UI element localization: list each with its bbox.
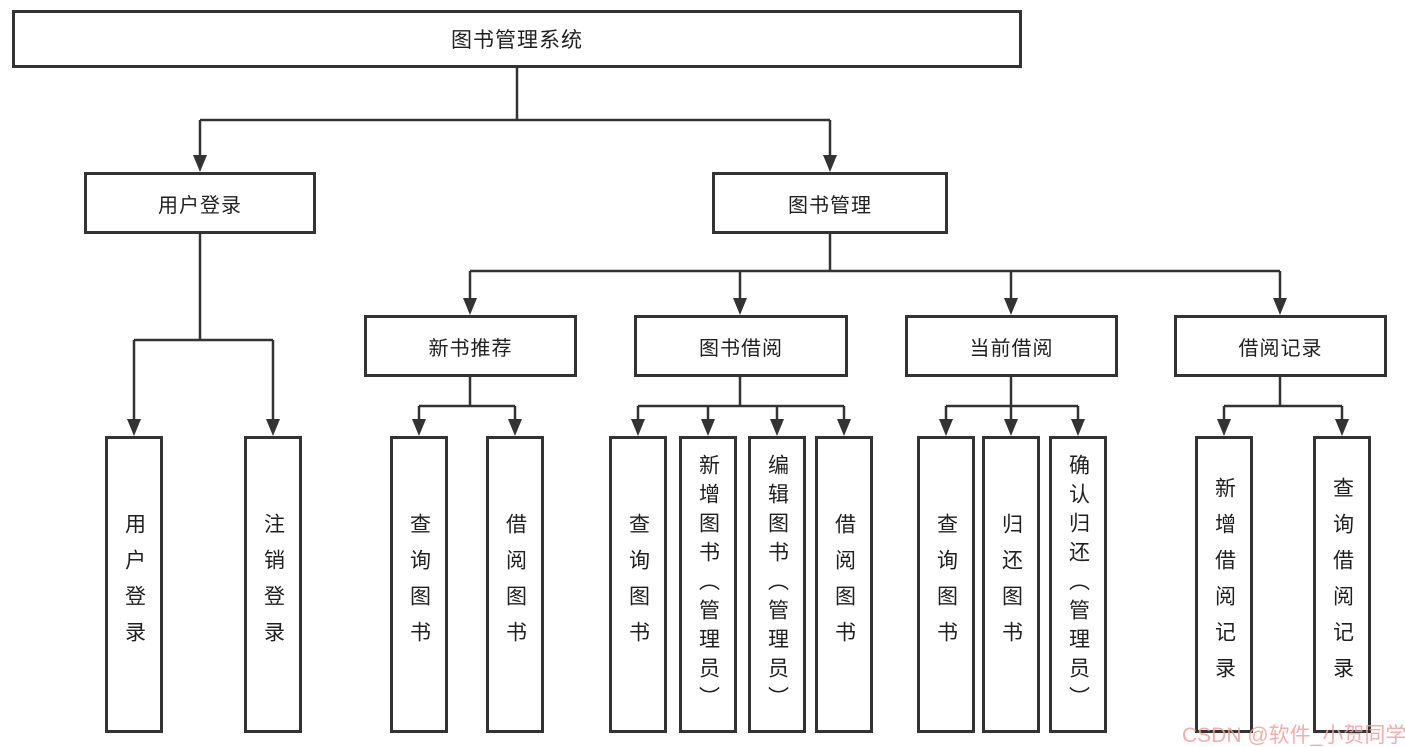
leaf-recommend-borrow-books: 借阅图书 (486, 436, 544, 733)
node-book-management: 图书管理 (712, 172, 948, 234)
node-current-borrowing: 当前借阅 (905, 315, 1118, 377)
leaf-current-query-books: 查询图书 (917, 436, 975, 733)
node-user-login: 用户登录 (84, 172, 316, 234)
leaf-logout: 注销登录 (244, 436, 302, 733)
csdn-watermark: CSDN @软件_小贺同学 (1182, 724, 1405, 747)
node-label: 图书管理 (788, 194, 872, 217)
node-borrowing-records: 借阅记录 (1174, 315, 1387, 377)
node-label: 查询图书 (626, 512, 650, 657)
node-label: 查询借阅记录 (1330, 476, 1354, 693)
node-label: 查询图书 (934, 512, 958, 657)
leaf-borrowing-add-books-admin: 新增图书（管理员） (679, 436, 737, 733)
leaf-borrowing-query-books: 查询图书 (609, 436, 667, 733)
leaf-user-login: 用户登录 (105, 436, 163, 733)
node-label: 借阅记录 (1238, 337, 1323, 360)
leaf-records-add-borrow-record: 新增借阅记录 (1195, 436, 1253, 733)
leaf-current-return-books: 归还图书 (982, 436, 1040, 733)
node-label: 确认归还（管理员） (1066, 454, 1090, 715)
node-label: 新书推荐 (428, 337, 513, 360)
node-label: 编辑图书（管理员） (765, 454, 789, 715)
leaf-recommend-query-books: 查询图书 (390, 436, 448, 733)
node-label: 图书借阅 (699, 337, 783, 360)
node-label: 图书管理系统 (451, 29, 583, 52)
leaf-borrowing-edit-books-admin: 编辑图书（管理员） (748, 436, 806, 733)
node-label: 新增图书（管理员） (696, 454, 720, 715)
leaf-current-confirm-return-admin: 确认归还（管理员） (1049, 436, 1107, 733)
node-label: 当前借阅 (969, 337, 1054, 360)
node-label: 用户登录 (122, 512, 146, 657)
node-label: 新增借阅记录 (1212, 476, 1236, 693)
node-library-management-system: 图书管理系统 (12, 10, 1022, 68)
node-label: 借阅图书 (832, 512, 856, 657)
node-label: 注销登录 (261, 512, 285, 657)
leaf-records-query-borrow-record: 查询借阅记录 (1313, 436, 1371, 733)
node-label: 借阅图书 (503, 512, 527, 657)
leaf-borrowing-borrow-books: 借阅图书 (815, 436, 873, 733)
node-label: 查询图书 (407, 512, 431, 657)
node-label: 用户登录 (158, 194, 242, 217)
node-label: 归还图书 (999, 512, 1023, 657)
node-book-borrowing: 图书借阅 (634, 315, 848, 377)
node-new-book-recommend: 新书推荐 (364, 315, 577, 377)
